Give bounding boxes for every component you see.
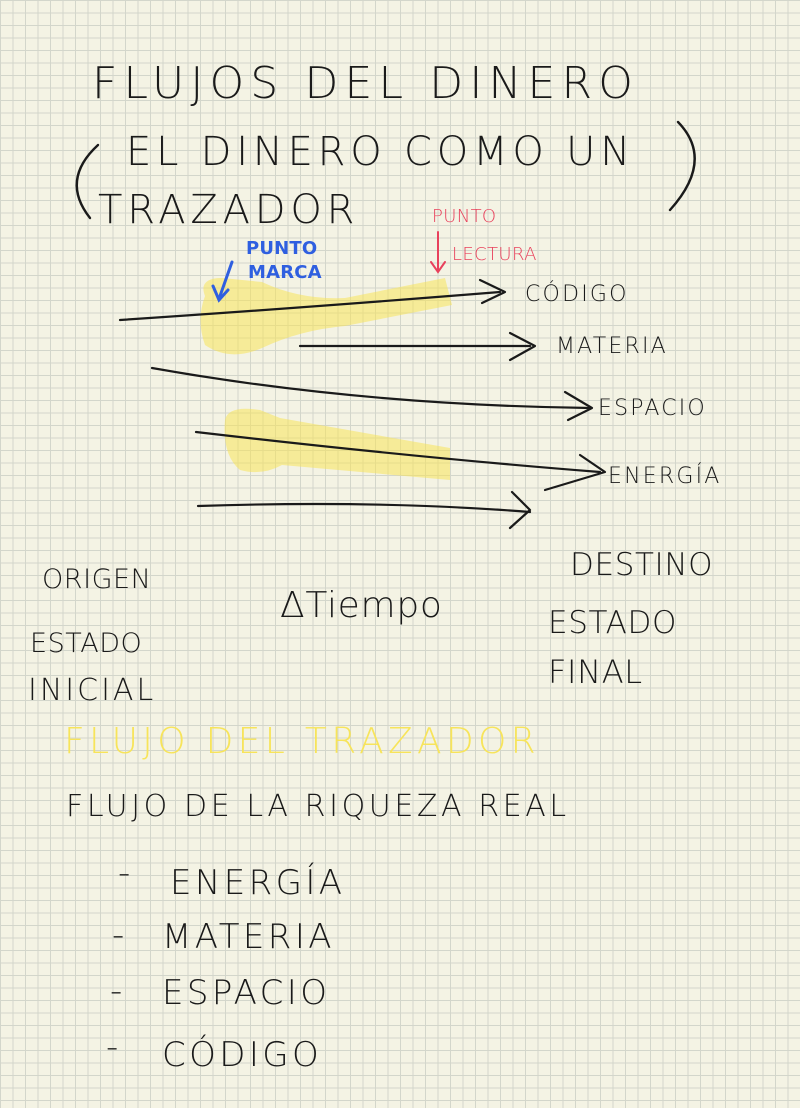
list-dash: - bbox=[110, 971, 126, 1011]
punto-lectura-pointer bbox=[430, 231, 446, 274]
flow-label-energia: ENERGÍA bbox=[608, 464, 722, 489]
list-item-label: ENERGÍA bbox=[170, 863, 346, 903]
list-dash: - bbox=[118, 853, 134, 893]
open-parenthesis-stroke bbox=[75, 143, 100, 220]
punto-lectura-label-1: PUNTO bbox=[432, 206, 497, 227]
flow-label-espacio: ESPACIO bbox=[598, 396, 707, 421]
list-dash: - bbox=[112, 915, 128, 955]
list-item-label: ESPACIO bbox=[162, 973, 331, 1013]
punto-marca-label-1: PUNTO bbox=[246, 238, 318, 259]
close-parenthesis-stroke bbox=[668, 120, 696, 212]
punto-lectura-label-2: LECTURA bbox=[452, 244, 537, 265]
title-line-3: TRAZADOR bbox=[98, 187, 360, 233]
title-line-1: FLUJOS DEL DINERO bbox=[92, 58, 640, 109]
destination-final-label: FINAL bbox=[548, 653, 643, 691]
title-line-2: EL DINERO COMO UN bbox=[126, 129, 635, 175]
time-delta-label: ΔTiempo bbox=[280, 585, 443, 626]
flow-arrow-plain bbox=[196, 490, 532, 530]
real-wealth-heading: FLUJO DE LA RIQUEZA REAL bbox=[66, 789, 570, 824]
destination-label: DESTINO bbox=[570, 547, 714, 583]
list-dash: - bbox=[106, 1027, 122, 1067]
origin-initial-label: INICIAL bbox=[28, 673, 157, 708]
origin-label: ORIGEN bbox=[42, 564, 152, 595]
tracer-highlight-top bbox=[200, 278, 452, 355]
tracer-flow-heading: FLUJO DEL TRAZADOR bbox=[64, 721, 540, 762]
flow-arrow-codigo bbox=[118, 278, 507, 322]
flow-arrow-espacio bbox=[150, 366, 594, 422]
list-item-label: CÓDIGO bbox=[162, 1035, 323, 1075]
origin-state-label: ESTADO bbox=[30, 628, 143, 659]
tracer-highlight-group bbox=[200, 278, 452, 480]
flow-arrow-materia bbox=[298, 331, 537, 362]
flow-arrow-energia bbox=[194, 430, 607, 492]
destination-state-label: ESTADO bbox=[548, 605, 677, 641]
punto-marca-label-2: MARCA bbox=[248, 262, 322, 283]
flow-label-codigo: CÓDIGO bbox=[525, 282, 629, 307]
punto-marca-pointer bbox=[211, 260, 234, 303]
list-item-label: MATERIA bbox=[162, 917, 335, 957]
tracer-highlight-bottom bbox=[224, 408, 450, 480]
flow-label-materia: MATERIA bbox=[556, 334, 668, 359]
